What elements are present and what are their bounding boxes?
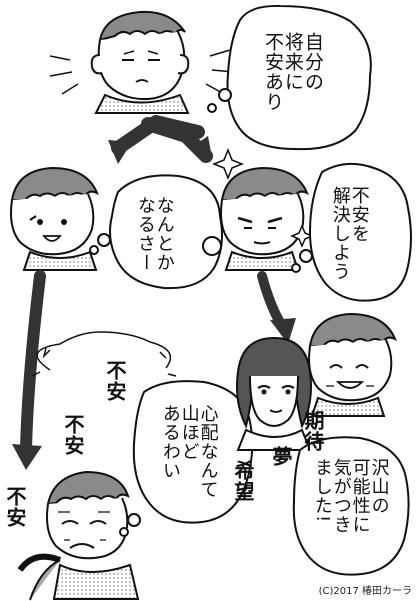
bottom-left-thought-text: 心配なんて 山ほど あるわい (159, 404, 219, 499)
mid-left-person (10, 166, 99, 271)
sfx-anxiety-1: 不安 (103, 360, 127, 402)
copyright-credit: (C)2017 椿田カーラ (318, 586, 412, 597)
word-hope: 希望 (231, 460, 255, 502)
branch-arrows (108, 115, 213, 164)
bottom-right-thought-bubble (292, 436, 410, 576)
word-expectation: 期待 (301, 410, 325, 452)
bottom-right-woman (236, 336, 312, 451)
bottom-right-man (308, 312, 397, 417)
top-person (49, 10, 235, 114)
bottom-right-thought-text: 沢山の 可能性に 気がつき ました! (311, 458, 390, 534)
mid-left-thought-text: なんとか なるさー (134, 196, 175, 272)
mid-right-thought-text: 不安を 解決しよう (329, 186, 370, 281)
mid-right-person (202, 147, 314, 271)
top-thought-bubble (207, 4, 372, 151)
sfx-anxiety-2: 不安 (61, 414, 85, 456)
bottom-left-thought-bubble (119, 380, 254, 537)
down-arrows (12, 270, 296, 470)
bottom-left-oldman (17, 331, 177, 601)
mid-left-thought-bubble (89, 174, 223, 290)
sfx-anxiety-3: 不安 (3, 486, 27, 528)
word-dream: 夢 (269, 446, 293, 467)
mid-right-thought-bubble (291, 162, 412, 302)
top-thought-text: 自分の 将来に 不安あり (261, 32, 324, 112)
